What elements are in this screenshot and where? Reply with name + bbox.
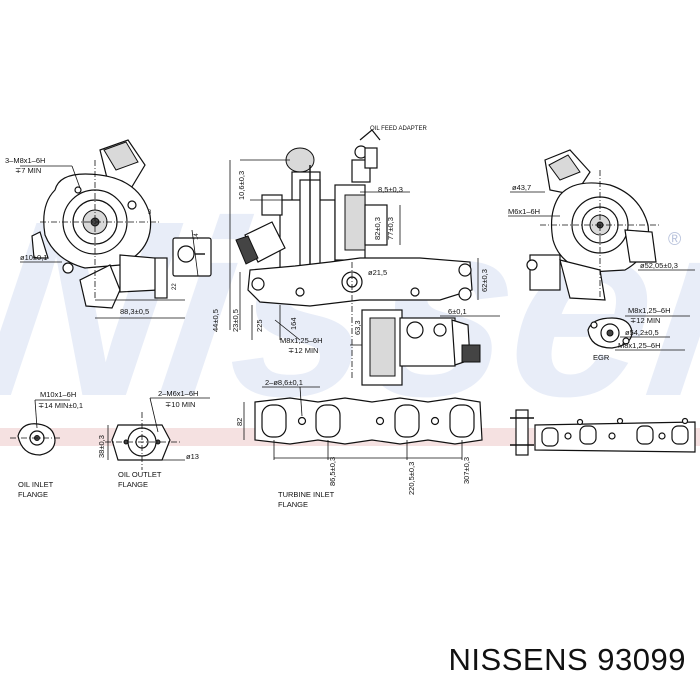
label-dia-52: ø52,05±0,3 [640, 261, 678, 270]
label-dim-38: 38±0,3 [97, 435, 106, 458]
oil-inlet-flange: M10x1–6H ∓14 MIN±0,1 OIL INLET FLANGE [10, 390, 83, 499]
registered-mark: ® [668, 229, 681, 249]
label-thread-top-left: 3–M8x1–6H [5, 156, 45, 165]
label-dim-220-5: 220,5±0,3 [407, 462, 416, 495]
label-oil-outlet-2: FLANGE [118, 480, 148, 489]
label-dim-21-5: ø21,5 [368, 268, 387, 277]
label-min-mid: ∓12 MIN [288, 346, 318, 355]
label-holes-flange: 2–ø8,6±0,1 [265, 378, 303, 387]
label-thread-right-2: M8x1,25–6H [628, 306, 671, 315]
label-dia-top-left: ø10±0,1 [20, 253, 47, 262]
turbo-front-view-right: ø43,7 M6x1–6H ø52,05±0,3 [508, 149, 695, 301]
label-min-top-left: ∓7 MIN [15, 166, 41, 175]
egr-flange: M8x1,25–6H ∓12 MIN ø54,2±0,5 M8x1,25–6H … [587, 306, 690, 362]
oil-outlet-flange: 38±0,3 2–M6x1–6H ∓10 MIN ø13 OIL OUTLET … [97, 389, 210, 489]
label-dim-62: 62±0,3 [480, 269, 489, 292]
turbine-inlet-flange: 82 2–ø8,6±0,1 86,5±0,3 220,5±0,3 307±0,3… [235, 378, 483, 509]
label-dim-77: 77±0,3 [386, 217, 395, 240]
turbo-rear-view-center [350, 309, 481, 386]
label-turbine-1: TURBINE INLET [278, 490, 335, 499]
label-oil-inlet-2: FLANGE [18, 490, 48, 499]
label-dim-14: 14 [194, 233, 200, 240]
label-turbine-2: FLANGE [278, 500, 308, 509]
label-dim-307: 307±0,3 [462, 457, 471, 484]
label-dim-164: 164 [289, 317, 298, 330]
brand-name: NISSENS [448, 642, 589, 677]
label-dim-82b: 82 [235, 418, 244, 426]
label-dim-225: 225 [255, 319, 264, 332]
label-dim-3: 3 [148, 210, 152, 216]
label-thread-right: M6x1–6H [508, 207, 540, 216]
footer-brand-part: NISSENS 93099 [449, 642, 686, 678]
turbo-front-view-left: 3–M8x1–6H ∓7 MIN ø10±0,1 88,3±0,5 3 [5, 139, 185, 319]
label-min-oil-out: ∓10 MIN [165, 400, 195, 409]
label-thread-oil-out: 2–M6x1–6H [158, 389, 198, 398]
detail-callout: 14 22 [172, 229, 212, 290]
label-min-right: ∓12 MIN [630, 316, 660, 325]
label-dim-86-5: 86,5±0,3 [328, 457, 337, 486]
label-egr: EGR [593, 353, 610, 362]
label-thread-right-3: M8x1,25–6H [618, 341, 661, 350]
gasket-set-right [510, 409, 696, 456]
part-number: 93099 [597, 642, 686, 677]
label-dim-23: 23±0,5 [231, 309, 240, 332]
label-thread-oil-in: M10x1–6H [40, 390, 76, 399]
label-dim-82: 82±0,3 [373, 217, 382, 240]
label-dim-6: 6±0,1 [448, 307, 467, 316]
label-min-oil-in: ∓14 MIN±0,1 [38, 401, 83, 410]
label-dia-13: ø13 [186, 452, 199, 461]
label-dim-44: 44±0,5 [211, 309, 220, 332]
label-dia-54: ø54,2±0,5 [625, 328, 659, 337]
label-dim-88: 88,3±0,5 [120, 307, 149, 316]
label-dim-22: 22 [172, 283, 178, 290]
label-dim-8-5: 8,5±0,3 [378, 185, 403, 194]
label-oil-feed: OIL FEED ADAPTER [370, 126, 427, 132]
manifold-top-view: ø21,5 62±0,3 6±0,1 44±0,5 23±0,5 225 164… [211, 257, 500, 380]
label-dia-43-7: ø43,7 [512, 183, 531, 192]
label-thread-mid: M8x1,25–6H [280, 336, 323, 345]
label-dim-63-3: 63,3 [353, 320, 362, 335]
label-dim-10-6: 10,6±0,3 [237, 171, 246, 200]
label-oil-inlet-1: OIL INLET [18, 480, 54, 489]
label-oil-outlet-1: OIL OUTLET [118, 470, 162, 479]
